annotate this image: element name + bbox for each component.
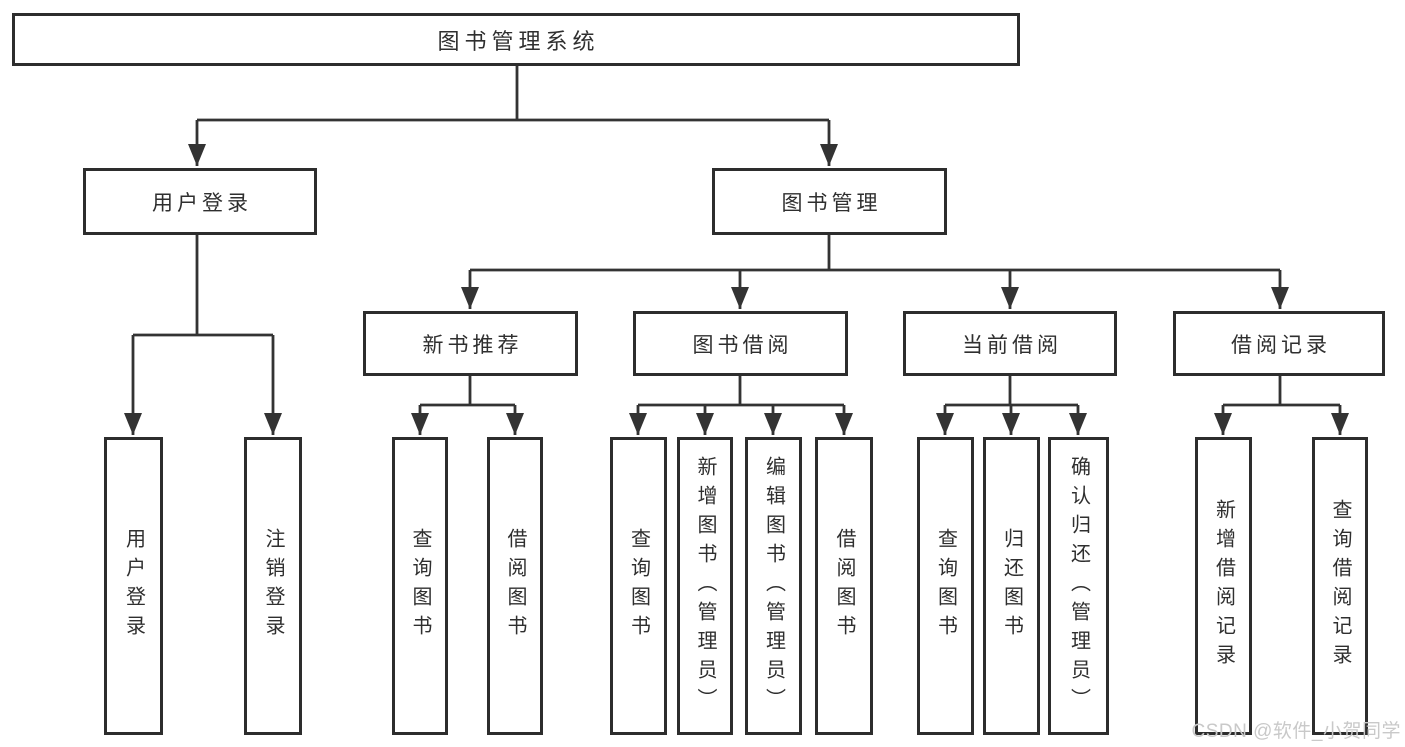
leaf-records-add: 新增借阅记录 [1195,437,1252,735]
leaf-borrow-query: 查询图书 [610,437,667,735]
csdn-watermark: CSDN @软件_小贺同学 [1191,721,1401,742]
node-current-borrow-label: 当前借阅 [962,333,1062,357]
leaf-current-confirm-return-admin: 确认归还（管理员） [1048,437,1109,735]
node-new-book-recommend-label: 新书推荐 [422,333,523,357]
leaf-label: 归还图书 [1000,528,1023,644]
node-book-management: 图书管理 [712,168,947,235]
node-book-management-label: 图书管理 [781,191,882,215]
leaf-label: 查询借阅记录 [1329,499,1351,673]
leaf-borrow-add-admin: 新增图书（管理员） [677,437,733,735]
tree-skeleton-lines [133,66,1340,407]
leaf-current-return: 归还图书 [983,437,1040,735]
node-root-system: 图书管理系统 [12,13,1020,66]
leaf-label: 新增图书（管理员） [694,455,716,717]
node-root-label: 图书管理系统 [437,28,600,54]
leaf-label: 确认归还（管理员） [1067,455,1090,717]
leaf-label: 新增借阅记录 [1212,499,1235,673]
leaf-label: 编辑图书（管理员） [762,455,785,717]
leaf-label: 查询图书 [409,528,431,644]
leaf-user-login-login: 用户登录 [104,437,163,735]
node-book-borrow: 图书借阅 [633,311,848,376]
leaf-label: 注销登录 [262,528,284,644]
node-user-login: 用户登录 [83,168,317,235]
node-current-borrow: 当前借阅 [903,311,1117,376]
node-book-borrow-label: 图书借阅 [692,333,793,357]
leaf-label: 借阅图书 [504,528,526,644]
leaf-borrow-edit-admin: 编辑图书（管理员） [745,437,802,735]
leaf-newbooks-query: 查询图书 [392,437,448,735]
leaf-user-login-logout: 注销登录 [244,437,302,735]
leaf-label: 借阅图书 [833,528,855,644]
leaf-label: 查询图书 [934,528,957,644]
leaf-current-query: 查询图书 [917,437,974,735]
node-borrow-records-label: 借阅记录 [1231,333,1331,357]
leaf-label: 查询图书 [627,528,650,644]
leaf-records-query: 查询借阅记录 [1312,437,1368,735]
leaf-borrow-borrow: 借阅图书 [815,437,873,735]
node-user-login-label: 用户登录 [152,191,252,215]
node-new-book-recommend: 新书推荐 [363,311,578,376]
node-borrow-records: 借阅记录 [1173,311,1385,376]
leaf-newbooks-borrow: 借阅图书 [487,437,543,735]
leaf-label: 用户登录 [122,528,145,644]
